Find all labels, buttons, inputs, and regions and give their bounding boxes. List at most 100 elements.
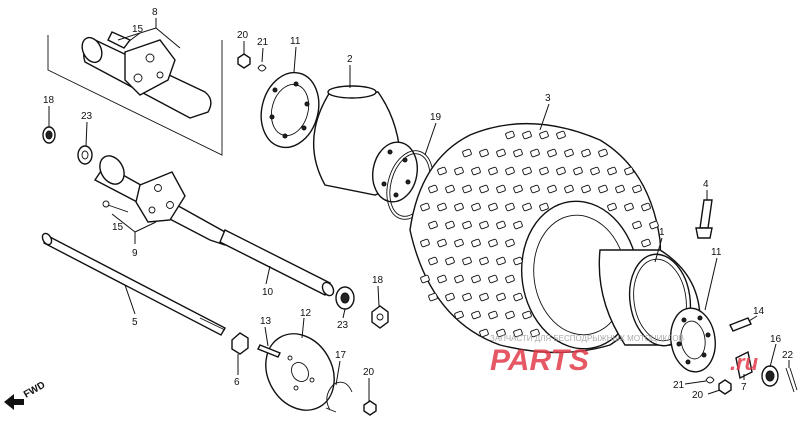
tread-lug [607,202,617,212]
tread-lug [513,328,523,338]
tread-lug [454,274,464,284]
tread-lug [462,292,472,302]
callout-18-left: 18 [43,95,55,106]
valve-stem-part-4 [695,199,713,239]
callout-13: 13 [260,316,272,327]
tread-lug [479,184,489,194]
tread-lug [641,202,651,212]
callout-20-top: 20 [237,30,249,41]
tread-lug [564,184,574,194]
tread-lug [539,202,549,212]
tread-lug [513,292,523,302]
tread-lug [454,238,464,248]
inset-frame [47,35,223,156]
tread-lug [496,292,506,302]
tread-lug [522,130,532,140]
cap-part-7 [735,350,753,380]
tread-lug [632,184,642,194]
tread-lug [428,220,438,230]
tread-lug [581,184,591,194]
callout-20-bottom: 20 [363,367,375,378]
callout-14: 14 [753,306,765,317]
tread-lug [496,148,506,158]
callout-2: 2 [347,54,353,65]
callout-numbers: 8 15 18 23 20 21 11 2 3 19 4 1 11 14 16 … [43,7,794,401]
tread-lug [471,274,481,284]
washer-part-21-top [257,64,267,72]
tread-lug [530,148,540,158]
nut-part-20-bottom [363,400,377,416]
tread-lug [505,310,515,320]
tread-lug [496,256,506,266]
tread-lug [479,328,489,338]
hub-cap-part-16 [761,365,779,387]
tread-lug [420,274,430,284]
tread-lug [641,238,651,248]
tread-lug [632,220,642,230]
nut-part-20-lower-right [718,379,732,395]
callout-23-center: 23 [337,320,349,331]
tread-lug [445,256,455,266]
tread-lug [445,220,455,230]
tread-lug [420,202,430,212]
tread-lug [479,220,489,230]
callout-22: 22 [782,350,794,361]
bearing-part-18-left [42,126,56,144]
tread-lug [479,148,489,158]
nut-part-20-top [237,53,251,69]
callout-20-bottom-right: 20 [692,390,704,401]
tread-lug [496,328,506,338]
callout-21-top: 21 [257,37,269,48]
tread-lug [471,166,481,176]
watermark-tagline: ЗАПЧАСТИ ДЛЯ БЕСПОДРЫЖНЫХ МОТОЦИКЛОВ [490,334,684,343]
tread-lug [522,166,532,176]
tread-lug [488,238,498,248]
hub-plate-part-11-top [260,71,320,149]
tread-lug [598,184,608,194]
tread-lug [454,202,464,212]
callout-19: 19 [430,112,442,123]
tread-lug [624,166,634,176]
tread-lug [488,310,498,320]
tread-lug [530,184,540,194]
watermark-domain: .ru [730,350,759,375]
tread-lug [445,184,455,194]
tread-lug [505,238,515,248]
tread-lug [437,166,447,176]
tread-lug [581,148,591,158]
callout-11-top: 11 [290,36,301,47]
tread-lug [462,256,472,266]
callout-18-center: 18 [372,275,384,286]
callout-17: 17 [335,350,347,361]
tread-lug [539,130,549,140]
tread-lug [488,202,498,212]
tread-lug [556,166,566,176]
tread-lug [479,292,489,302]
tread-lug [556,130,566,140]
tread-lug [513,184,523,194]
callout-21-bottom: 21 [673,380,685,391]
tread-lug [437,238,447,248]
tread-lug [564,148,574,158]
tread-lug [505,274,515,284]
hub-axle-part-9 [93,155,230,246]
tread-lug [479,256,489,266]
tread-lug [471,310,481,320]
tread-lug [488,274,498,284]
callout-9: 9 [132,248,138,259]
tread-lug [573,166,583,176]
tread-lug [428,256,438,266]
axle-housing-part-8 [81,31,212,119]
forward-direction-arrow: FWD [4,380,47,410]
tread-lug [513,148,523,158]
callout-15-bottom: 15 [112,222,124,233]
seal-part-23-left [77,145,93,165]
tread-lug [420,238,430,248]
brake-disc-part-12 [265,333,335,411]
tread-lug [505,130,515,140]
tread-lug [496,220,506,230]
washer-part-21-bottom [705,376,715,384]
axle-shaft-part-5 [41,232,226,336]
tread-lug [437,202,447,212]
tread-lug [615,184,625,194]
